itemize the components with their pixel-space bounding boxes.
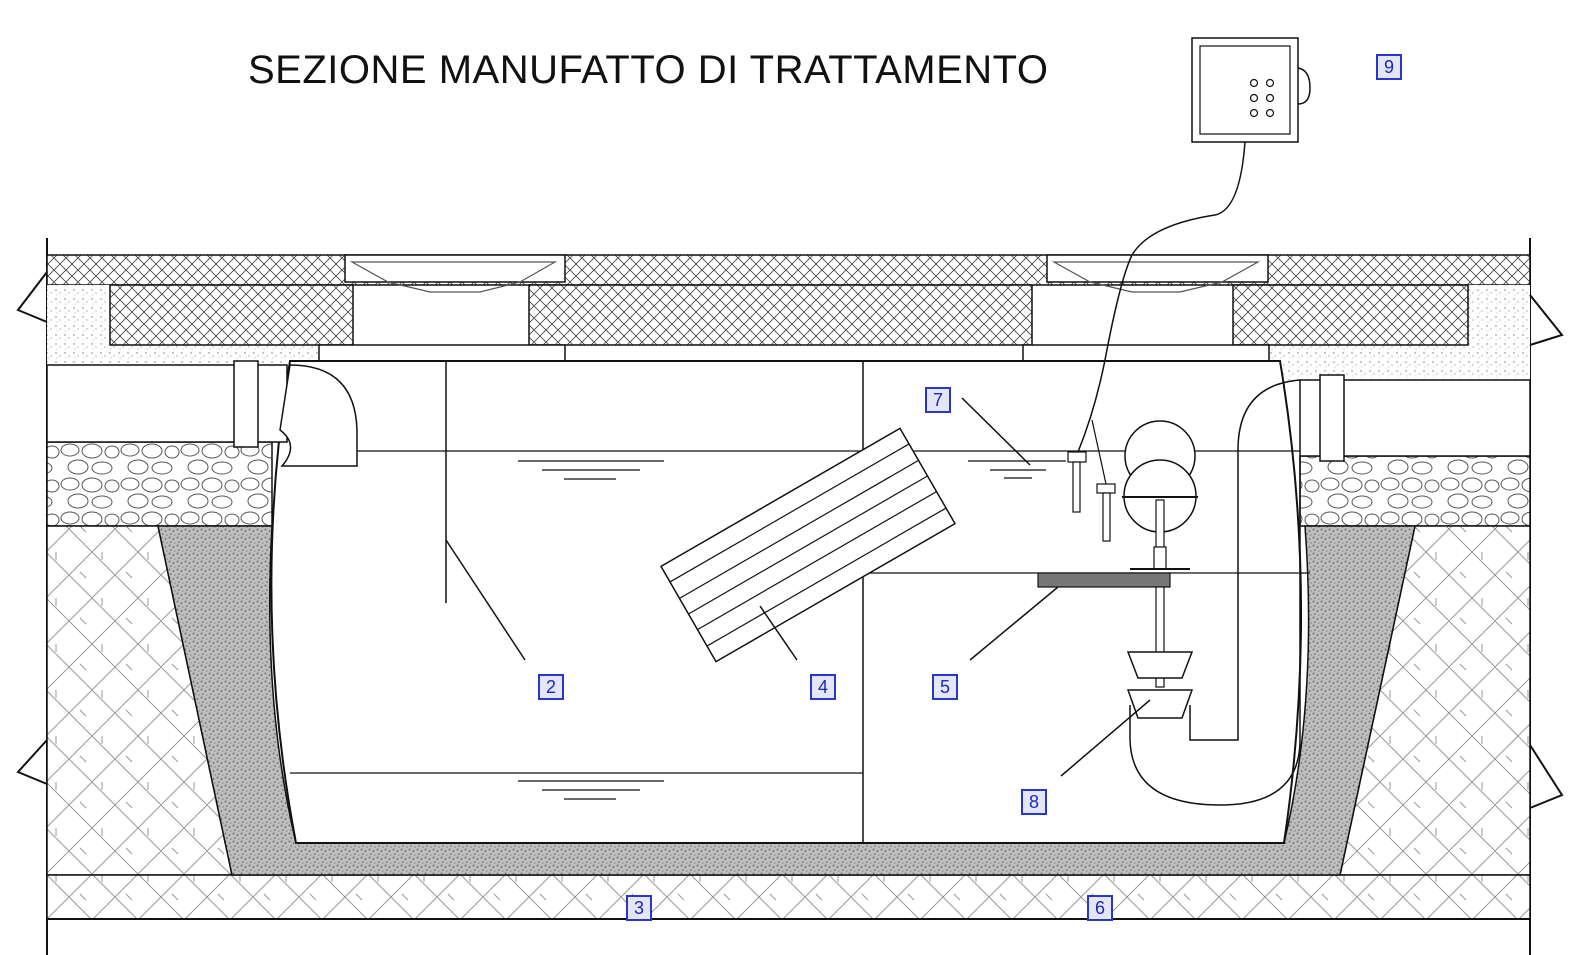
control-cable bbox=[1077, 141, 1246, 453]
inlet-pipe bbox=[46, 360, 358, 467]
outlet-pipe bbox=[1129, 374, 1531, 806]
callout-2: 2 bbox=[538, 674, 564, 700]
drawing-title: SEZIONE MANUFATTO DI TRATTAMENTO bbox=[248, 48, 1049, 92]
leader-lines bbox=[445, 397, 1151, 777]
callout-9: 9 bbox=[1376, 54, 1402, 80]
callout-8: 8 bbox=[1021, 789, 1047, 815]
callout-6: 6 bbox=[1087, 895, 1113, 921]
callout-5: 5 bbox=[932, 674, 958, 700]
pavement-layer bbox=[46, 254, 1531, 286]
callout-7: 7 bbox=[925, 387, 951, 413]
callout-4: 4 bbox=[810, 674, 836, 700]
stone-layer-right bbox=[1299, 455, 1531, 527]
tank-internals bbox=[290, 361, 1310, 843]
stone-layer-left bbox=[46, 441, 273, 527]
control-box bbox=[1077, 37, 1311, 453]
callout-3: 3 bbox=[626, 895, 652, 921]
soil-bottom bbox=[46, 874, 1531, 920]
